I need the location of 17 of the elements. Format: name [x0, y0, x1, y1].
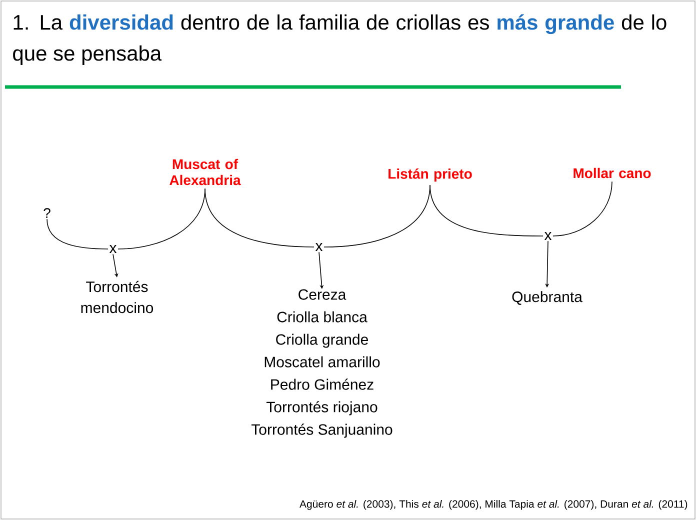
parent-variety-label: Listán prieto — [388, 168, 472, 182]
citation: Agüero et al. (2003), This et al. (2006), Milla Tapia et al. (2007), Duran et al. (2011) — [300, 500, 688, 510]
unknown-parent-label: ? — [44, 208, 50, 218]
cross-symbol: x — [109, 245, 117, 253]
cross-curve — [430, 184, 544, 236]
cross-curve — [46, 218, 108, 250]
cross-symbol: x — [544, 232, 552, 240]
cross-curve — [552, 181, 612, 236]
parent-variety-label: Muscat of Alexandria — [170, 158, 241, 186]
offspring-label: Torrontés mendocino — [81, 280, 154, 314]
title: 1. La diversidad dentro de la familia de criollas es más grande de lo que se pensaba — [13, 14, 666, 65]
cross-symbol: x — [315, 243, 323, 251]
offspring-list: Cereza Criolla blanca Criolla grande Moscatel amarillo Pedro Giménez Torrontés riojano Torrontés Sanjuanino — [251, 289, 392, 438]
offspring-label: Quebranta — [512, 291, 582, 305]
parent-variety-label: Mollar cano — [574, 168, 651, 178]
offspring-arrow — [318, 252, 324, 289]
cross-curve — [204, 188, 314, 248]
